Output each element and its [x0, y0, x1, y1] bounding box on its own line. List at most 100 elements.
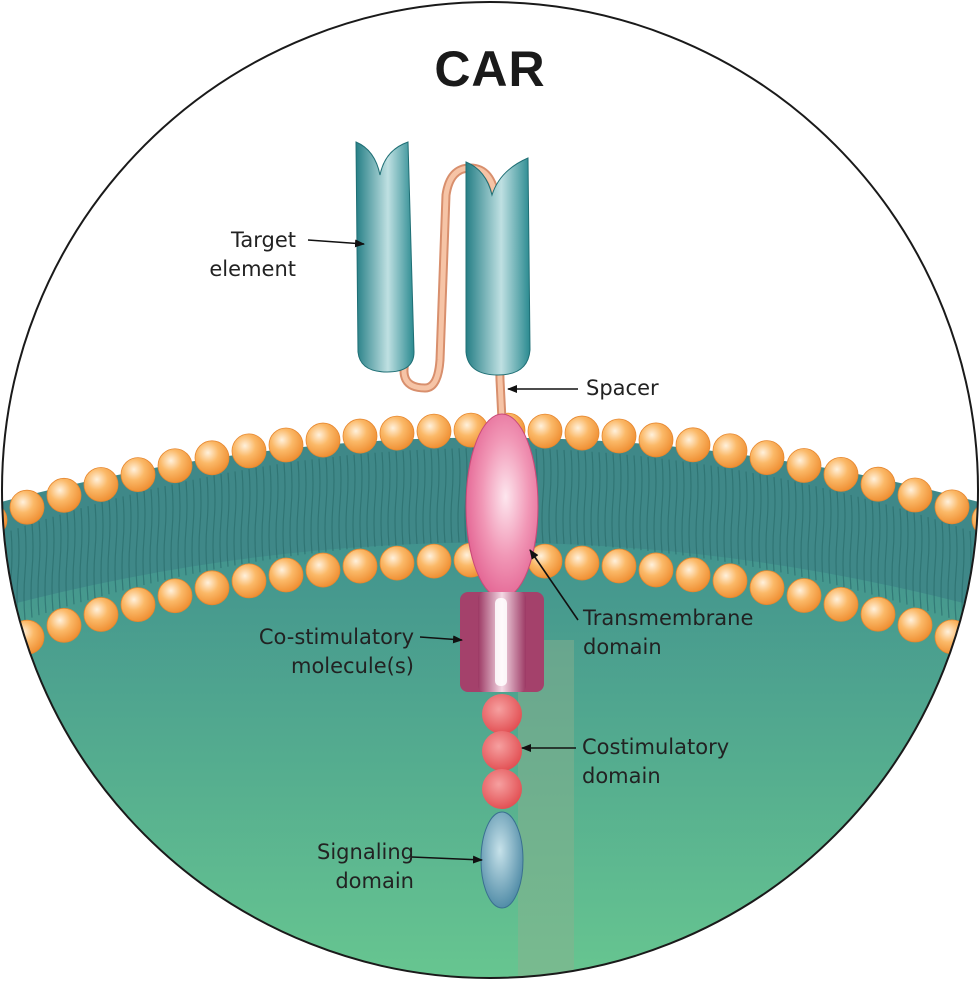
lipid-head — [379, 545, 415, 581]
lipid-tail — [184, 481, 188, 576]
lipid-tail — [170, 484, 174, 579]
lipid-tail — [548, 449, 552, 544]
lipid-tail — [569, 450, 573, 545]
lipid-tail — [660, 458, 664, 553]
lipid-head — [712, 563, 748, 599]
lipid-tail — [898, 508, 902, 603]
lipid-tail — [135, 492, 139, 587]
lipid-tail — [856, 496, 860, 591]
lipid-head — [860, 466, 896, 502]
lipid-tail — [163, 485, 167, 581]
lipid-tail — [394, 451, 398, 546]
lipid-head — [897, 477, 933, 513]
lipid-tail — [282, 463, 286, 558]
lipid-tail — [800, 482, 804, 578]
lipid-tail — [86, 506, 90, 601]
lipid-tail — [128, 494, 132, 589]
lipid-tail — [765, 475, 769, 570]
lipid-tail — [373, 452, 377, 547]
label-line: Costimulatory — [582, 735, 730, 759]
lipid-tail — [324, 457, 328, 552]
lipid-tail — [884, 504, 888, 599]
lipid-tail — [429, 449, 433, 544]
lipid-tail — [702, 464, 706, 559]
lipid-tail — [205, 476, 209, 571]
lipid-tail — [541, 448, 545, 544]
lipid-tail — [709, 465, 713, 560]
lipid-tail — [870, 500, 874, 595]
label-line: Signaling — [317, 840, 414, 864]
lipid-tail — [639, 456, 643, 551]
lipid-tail — [919, 514, 923, 609]
lipid-head — [83, 467, 119, 502]
lipid-tail — [821, 487, 825, 582]
lipid-tail — [457, 448, 461, 543]
lipid-tail — [933, 519, 937, 614]
lipid-head — [971, 502, 978, 538]
lipid-tail — [240, 470, 244, 565]
lipid-tail — [219, 473, 223, 569]
lipid-tail — [401, 450, 405, 545]
label-signaling-domain: Signaling domain — [240, 838, 414, 896]
signaling-arrow — [411, 855, 483, 864]
lipid-tail — [436, 448, 440, 544]
lipid-tail — [366, 453, 370, 548]
lipid-tail — [51, 516, 55, 611]
lipid-head — [823, 586, 859, 622]
lipid-tail — [611, 453, 615, 548]
label-line: element — [209, 257, 296, 281]
lipid-head — [638, 422, 674, 458]
lipid-head — [786, 578, 822, 613]
lipid-tail — [604, 452, 608, 547]
lipid-head — [601, 418, 637, 454]
lipid-tail — [576, 450, 580, 545]
lipid-head — [675, 557, 711, 593]
lipid-tail — [618, 454, 622, 549]
lipid-tail — [828, 489, 832, 584]
lipid-tail — [317, 458, 321, 553]
lipid-tail — [695, 463, 699, 558]
lipid-tail — [646, 456, 650, 552]
label-co-stimulatory-molecules: Co-stimulatory molecule(s) — [200, 623, 414, 681]
target-element-right-domain — [465, 157, 531, 376]
lipid-tail — [387, 451, 391, 546]
lipid-head — [46, 607, 82, 643]
lipid-tail — [849, 494, 853, 589]
lipid-tail — [723, 467, 727, 562]
lipid-tail — [212, 475, 216, 570]
outer-lipid-heads — [2, 412, 978, 538]
lipid-tail — [681, 461, 685, 556]
lipid-head — [749, 570, 785, 606]
lipid-tail — [303, 460, 307, 555]
lipid-head — [786, 448, 822, 483]
lipid-tail — [275, 464, 279, 559]
lipid-tail — [37, 521, 41, 616]
lipid-tail — [737, 470, 741, 565]
target-element-left-domain — [355, 141, 415, 373]
lipid-head — [675, 427, 711, 463]
lipid-tail — [226, 472, 230, 567]
lipid-head — [120, 457, 156, 493]
lipid-tail — [905, 510, 909, 605]
lipid-tail — [30, 523, 34, 618]
lipid-tail — [674, 460, 678, 555]
co-stimulatory-arrow — [419, 635, 463, 644]
lipid-tail — [947, 523, 951, 618]
lipid-tail — [149, 489, 153, 584]
co-stimulatory-molecule-center — [495, 598, 507, 686]
costimulatory-bead — [482, 731, 522, 771]
lipid-tail — [583, 451, 587, 546]
lipid-tail — [338, 456, 342, 551]
lipid-tail — [667, 459, 671, 554]
lipid-tail — [842, 493, 846, 588]
lipid-head — [934, 489, 970, 525]
lipid-head — [860, 596, 896, 632]
lipid-tail — [443, 448, 447, 543]
signaling-domain — [480, 811, 524, 909]
lipid-tail — [744, 471, 748, 566]
lipid-tail — [44, 518, 48, 614]
lipid-head — [601, 548, 637, 584]
lipid-tail — [23, 525, 27, 620]
lipid-tail — [408, 450, 412, 545]
label-line: domain — [582, 764, 661, 788]
